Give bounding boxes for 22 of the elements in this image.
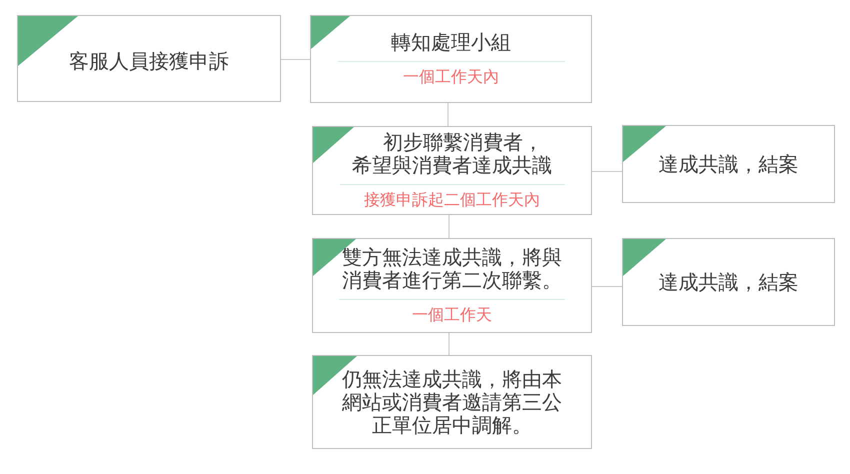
connector-line	[448, 214, 450, 238]
step-text: 仍無法達成共識，將由本網站或消費者邀請第三公正單位居中調解。	[342, 368, 562, 436]
process-box	[310, 15, 592, 103]
process-box	[17, 15, 281, 102]
connector-line	[280, 59, 310, 60]
step-text: 雙方無法達成共識，將與消費者進行第二次聯繫。	[342, 246, 562, 292]
step-text: 達成共識，結案	[658, 270, 798, 294]
process-box	[312, 355, 592, 449]
step-text: 客服人員接獲申訴	[69, 50, 229, 73]
connector-line	[592, 286, 622, 287]
step-text: 轉知處理小組	[391, 31, 511, 54]
process-box	[622, 125, 835, 203]
time-limit-text: 一個工作天	[412, 305, 492, 325]
step-text: 初步聯繫消費者，希望與消費者達成共識	[352, 131, 552, 177]
process-box	[312, 238, 592, 333]
time-limit-text: 接獲申訴起二個工作天內	[364, 190, 540, 210]
connector-line	[592, 171, 622, 172]
step-text: 達成共識，結案	[658, 152, 798, 176]
time-limit-text: 一個工作天內	[403, 67, 499, 87]
process-box	[622, 238, 835, 326]
connector-line	[448, 332, 450, 356]
process-box	[312, 126, 592, 215]
